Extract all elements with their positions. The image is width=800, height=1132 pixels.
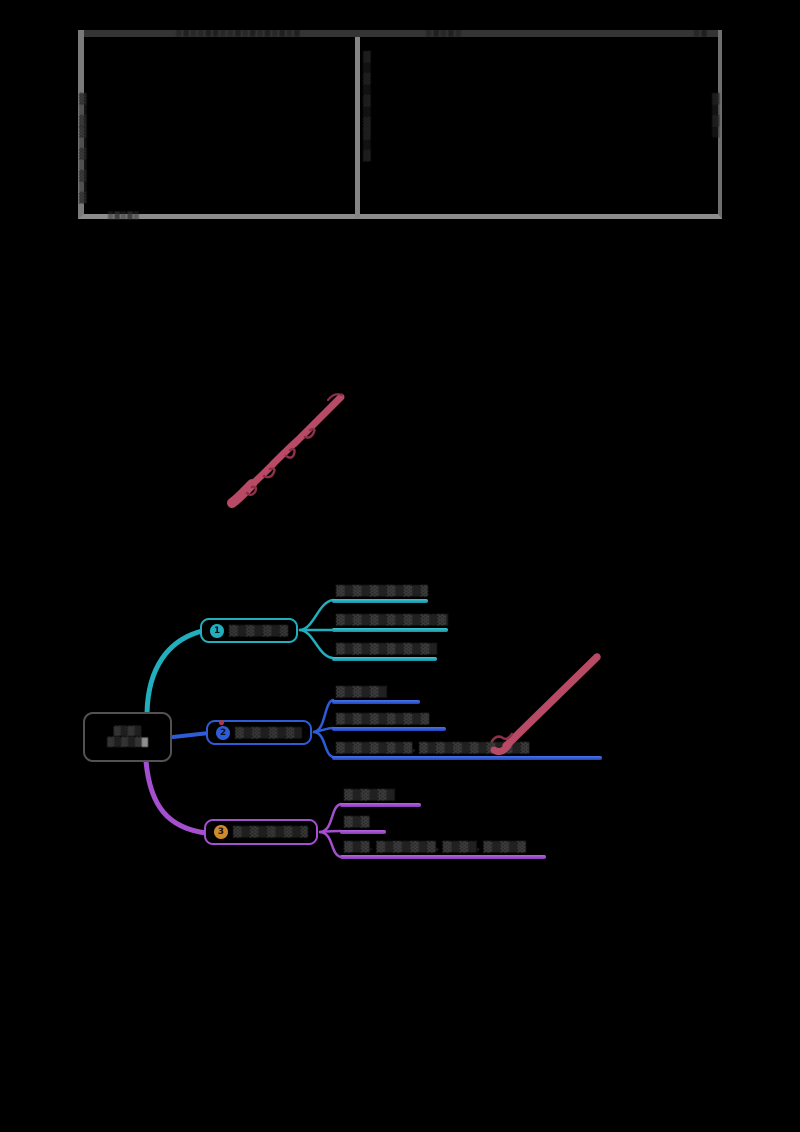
- mindmap-subtopic-1-2[interactable]: ▓▒▓▒▓▒▓▒▓▒▓▒▓▒: [332, 614, 448, 632]
- mindmap-branch-2[interactable]: 2 ▓▒▓▒▓▒▓▒▓▒: [206, 720, 312, 745]
- mindmap-subtopic-3-1[interactable]: ▓▒▓▒▓▒: [340, 789, 421, 807]
- mindmap-subtopic-3-2[interactable]: ▓▒▓: [340, 816, 386, 834]
- mindmap-subtopic-2-3[interactable]: ▓▒▓▒▓▒▓▒▓, ▓▒▓▒▓▒▓▒▓▒▓▒▓: [332, 742, 602, 760]
- branch2-fan: [312, 698, 335, 759]
- mindmap-branch-1[interactable]: 1 ▓▒▓▒▓▒▓▒▓: [200, 618, 298, 643]
- branch1-fan: [298, 598, 335, 660]
- branch1-connector: [144, 628, 205, 716]
- subtopic-label: ▓▒▓▒▓▒▓▒▓▒▓▒▓▒: [336, 614, 448, 626]
- table-column-divider: [355, 37, 360, 219]
- branch3-connector: [143, 758, 209, 836]
- subtopic-underline: [340, 830, 386, 834]
- numbered-badge-3-icon: 3: [214, 825, 228, 839]
- subtopic-underline: [332, 727, 446, 731]
- subtopic-underline: [332, 756, 602, 760]
- mindmap-root-topic[interactable]: ▓▒▓▒ ▓▒▓▒▓█: [83, 712, 172, 762]
- subtopic-label: ▓▒▓▒▓▒: [344, 789, 395, 801]
- table-header-text-left: ▒▓▒▒▓▓▒▒▓▒▓▒▓▒▓▒▓: [176, 30, 302, 37]
- subtopic-underline: [340, 803, 421, 807]
- root-topic-text-line1: ▓▒▓▒: [113, 726, 142, 737]
- branch2-connector: [171, 731, 211, 739]
- mindmap-subtopic-2-1[interactable]: ▓▒▓▒▓▒: [332, 686, 420, 704]
- table-header-text-far-right: ▒▓: [694, 30, 709, 37]
- subtopic-label: ▓▒▓: [344, 816, 370, 828]
- subtopic-underline: [332, 700, 420, 704]
- subtopic-underline: [332, 628, 448, 632]
- subtopic-underline: [340, 855, 546, 859]
- table-cell-text-right-edge: ▓▒▓▒: [712, 94, 720, 138]
- branch1-label: ▓▒▓▒▓▒▓▒▓: [229, 624, 288, 637]
- table-header-text-right: ▒▓▒▓▒: [426, 30, 463, 37]
- subtopic-label: ▓▒▓▒▓▒▓▒▓▒▓: [336, 585, 428, 597]
- numbered-badge-1-icon: 1: [210, 623, 224, 638]
- branch3-fan: [318, 802, 343, 859]
- subtopic-label: ▓▒▓▒▓▒▓▒▓▒▓▒▓: [336, 643, 437, 655]
- table-cell-text-right-column: ▓▒ ▓▒ ▓ ▒▓ ▓▒ ▓: [363, 52, 371, 162]
- root-topic-highlight-block: █: [141, 737, 148, 747]
- branch2-label: ▓▒▓▒▓▒▓▒▓▒: [235, 726, 302, 739]
- data-table: ▒▓▒▒▓▓▒▒▓▒▓▒▓▒▓▒▓ ▒▓▒▓▒ ▒▓ ▓▒▓▓▒▓▒▓▒▓ ▓▒…: [78, 30, 722, 220]
- table-header-row: ▒▓▒▒▓▓▒▒▓▒▓▒▓▒▓▒▓ ▒▓▒▓▒ ▒▓: [84, 30, 718, 37]
- mindmap-subtopic-3-3[interactable]: ▓▒▓. ▓▒▓▒▓▒▓, ▓▒▓▒, ▓▒▓▒▓: [340, 841, 546, 859]
- table-cell-text-left-column: ▓▒▓▓▒▓▒▓▒▓: [79, 94, 87, 204]
- root-topic-text-line2: ▓▒▓▒▓█: [107, 737, 148, 748]
- mindmap-subtopic-1-1[interactable]: ▓▒▓▒▓▒▓▒▓▒▓: [332, 585, 428, 603]
- subtopic-label: ▓▒▓▒▓▒: [336, 686, 387, 698]
- subtopic-label: ▓▒▓▒▓▒▓▒▓▒▓: [336, 713, 430, 725]
- subtopic-label: ▓▒▓. ▓▒▓▒▓▒▓, ▓▒▓▒, ▓▒▓▒▓: [344, 841, 526, 853]
- mindmap-subtopic-1-3[interactable]: ▓▒▓▒▓▒▓▒▓▒▓▒▓: [332, 643, 437, 661]
- table-caption-fragment: ▒▓▒▓▒: [108, 212, 140, 220]
- numbered-badge-2-icon: 2: [216, 725, 230, 740]
- subtopic-underline: [332, 657, 437, 661]
- mindmap-branch-3[interactable]: 3 ▓▒▓▒▓▒▓▒▓▒▓: [204, 819, 318, 845]
- subtopic-underline: [332, 599, 428, 603]
- mindmap-subtopic-2-2[interactable]: ▓▒▓▒▓▒▓▒▓▒▓: [332, 713, 446, 731]
- subtopic-label: ▓▒▓▒▓▒▓▒▓, ▓▒▓▒▓▒▓▒▓▒▓▒▓: [336, 742, 530, 754]
- branch3-label: ▓▒▓▒▓▒▓▒▓▒▓: [233, 826, 308, 838]
